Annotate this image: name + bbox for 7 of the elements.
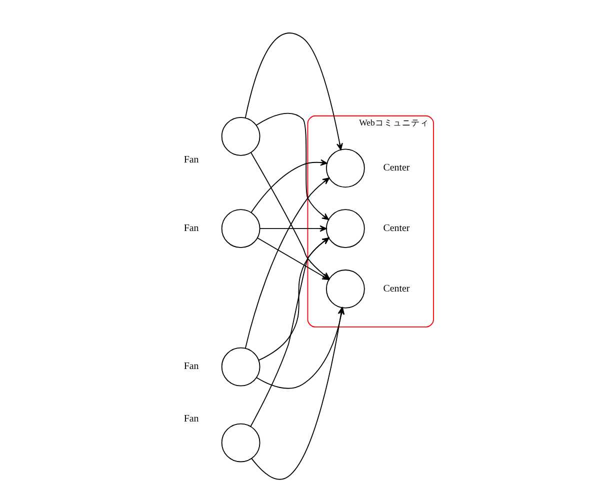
node-label: Fan xyxy=(183,154,198,166)
node-label: Center xyxy=(382,162,410,174)
node-label: Fan xyxy=(183,413,198,424)
node-label: Center xyxy=(382,283,410,294)
node-label: Center xyxy=(382,222,410,234)
node-label: Fan xyxy=(183,361,198,372)
node-label: Fan xyxy=(183,222,198,234)
